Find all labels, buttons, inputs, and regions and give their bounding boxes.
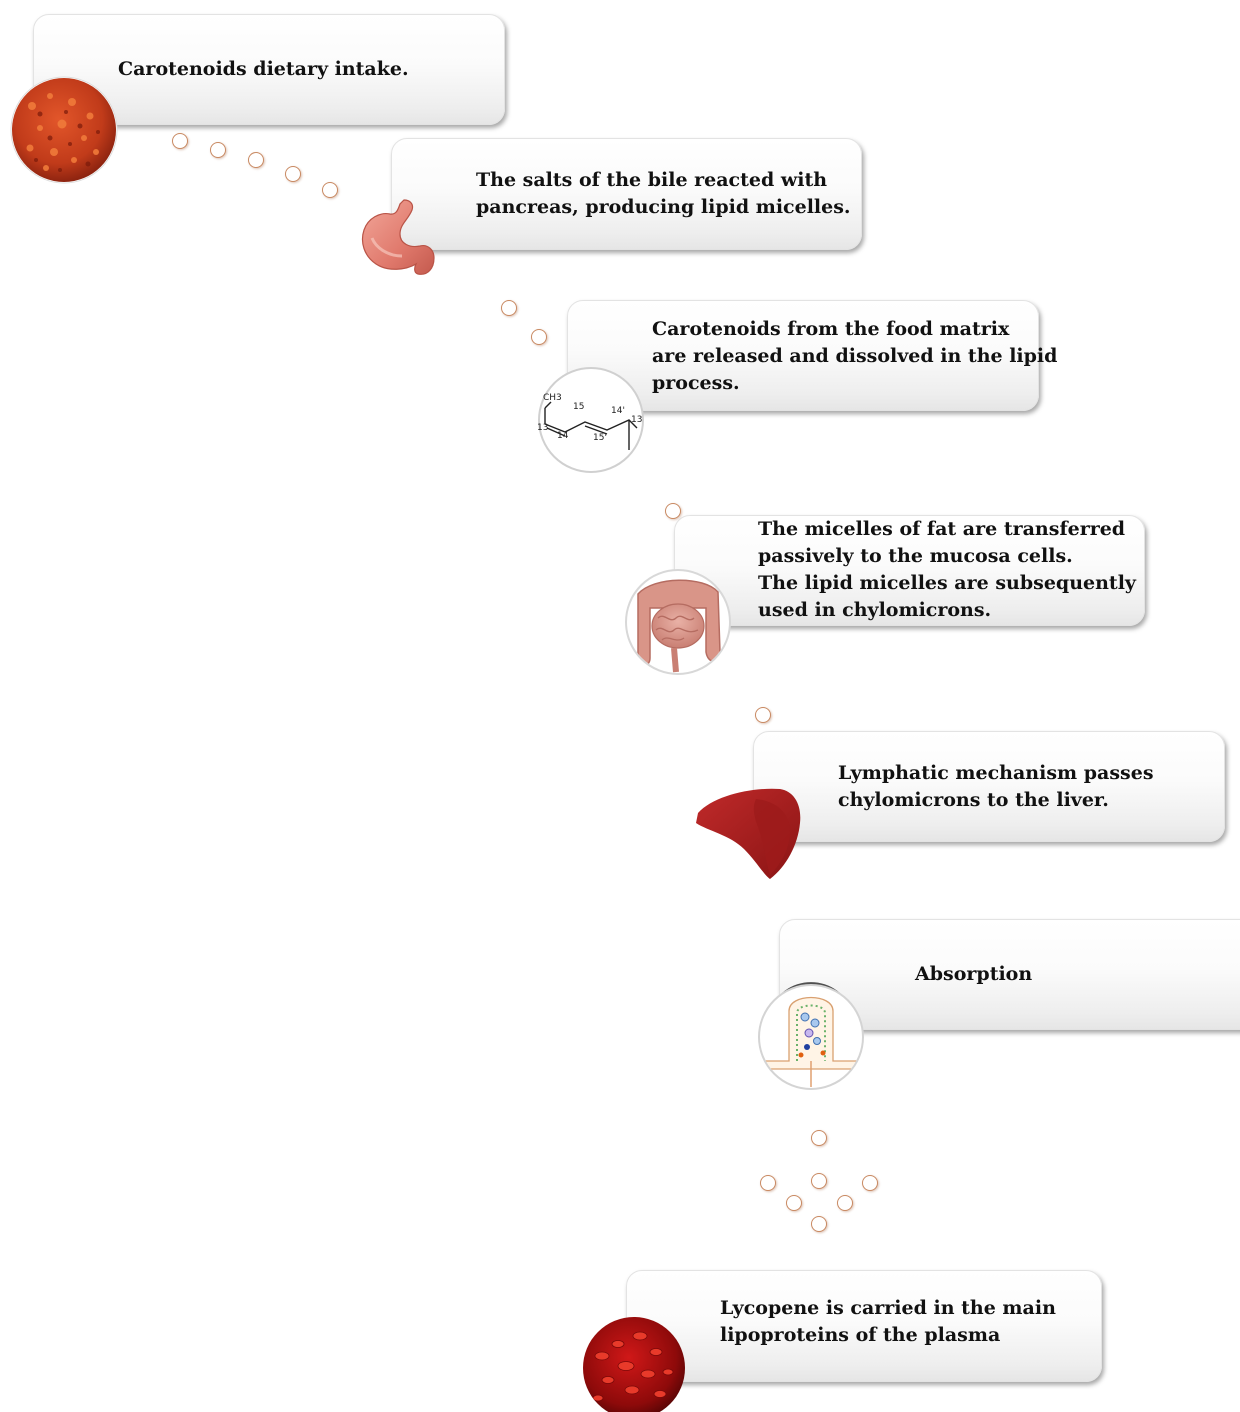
stomach-icon [361,199,435,275]
connector-dot [531,329,547,345]
step-text-absorption: Absorption [915,963,1033,985]
connector-dot [665,503,681,519]
connector-dot [786,1195,802,1211]
connector-dot [285,166,301,182]
molecule-label-13-left: 13 [537,423,548,433]
step-text-micelles: The micelles of fat are transferred pass… [758,518,1136,621]
step-text-bile: The salts of the bile reacted with pancr… [476,169,851,218]
connector-dot [811,1216,827,1232]
connector-dot [760,1175,776,1191]
molecule-label-ch3: CH3 [543,393,562,403]
step-text-plasma: Lycopene is carried in the main lipoprot… [720,1297,1056,1346]
connector-dot [248,152,264,168]
connector-dot [322,182,338,198]
connector-dot [501,300,517,316]
step-box-bile [391,138,862,250]
molecule-label-14p: 14' [611,406,625,416]
connector-dot [811,1130,827,1146]
connector-dot [837,1195,853,1211]
molecule-label-15p: 15' [593,433,607,443]
molecule-label-15: 15 [573,402,584,412]
step-text-intake: Carotenoids dietary intake. [118,58,409,80]
connector-dot [811,1173,827,1189]
connector-dot [210,142,226,158]
lycopene-molecule-icon: CH3 15 14' 13 14 15' 13 [537,367,644,473]
step-box-micelles [674,515,1145,626]
blood-cells-icon [583,1317,685,1412]
step-text-lymph: Lymphatic mechanism passes chylomicrons … [838,762,1154,811]
liver-icon [696,788,801,879]
connector-dot [172,133,188,149]
step-box-lymph [753,731,1225,842]
connector-dot [755,707,771,723]
step-box-release [567,300,1039,411]
tomato-powder-icon [10,76,118,184]
connector-dot [862,1175,878,1191]
molecule-label-13-right: 13 [631,415,642,425]
step-box-plasma [626,1270,1102,1382]
step-text-release: Carotenoids from the food matrix are rel… [652,318,1058,394]
intestine-icon [625,569,731,675]
intestinal-villus-icon [758,982,864,1090]
molecule-label-14: 14 [557,431,569,441]
